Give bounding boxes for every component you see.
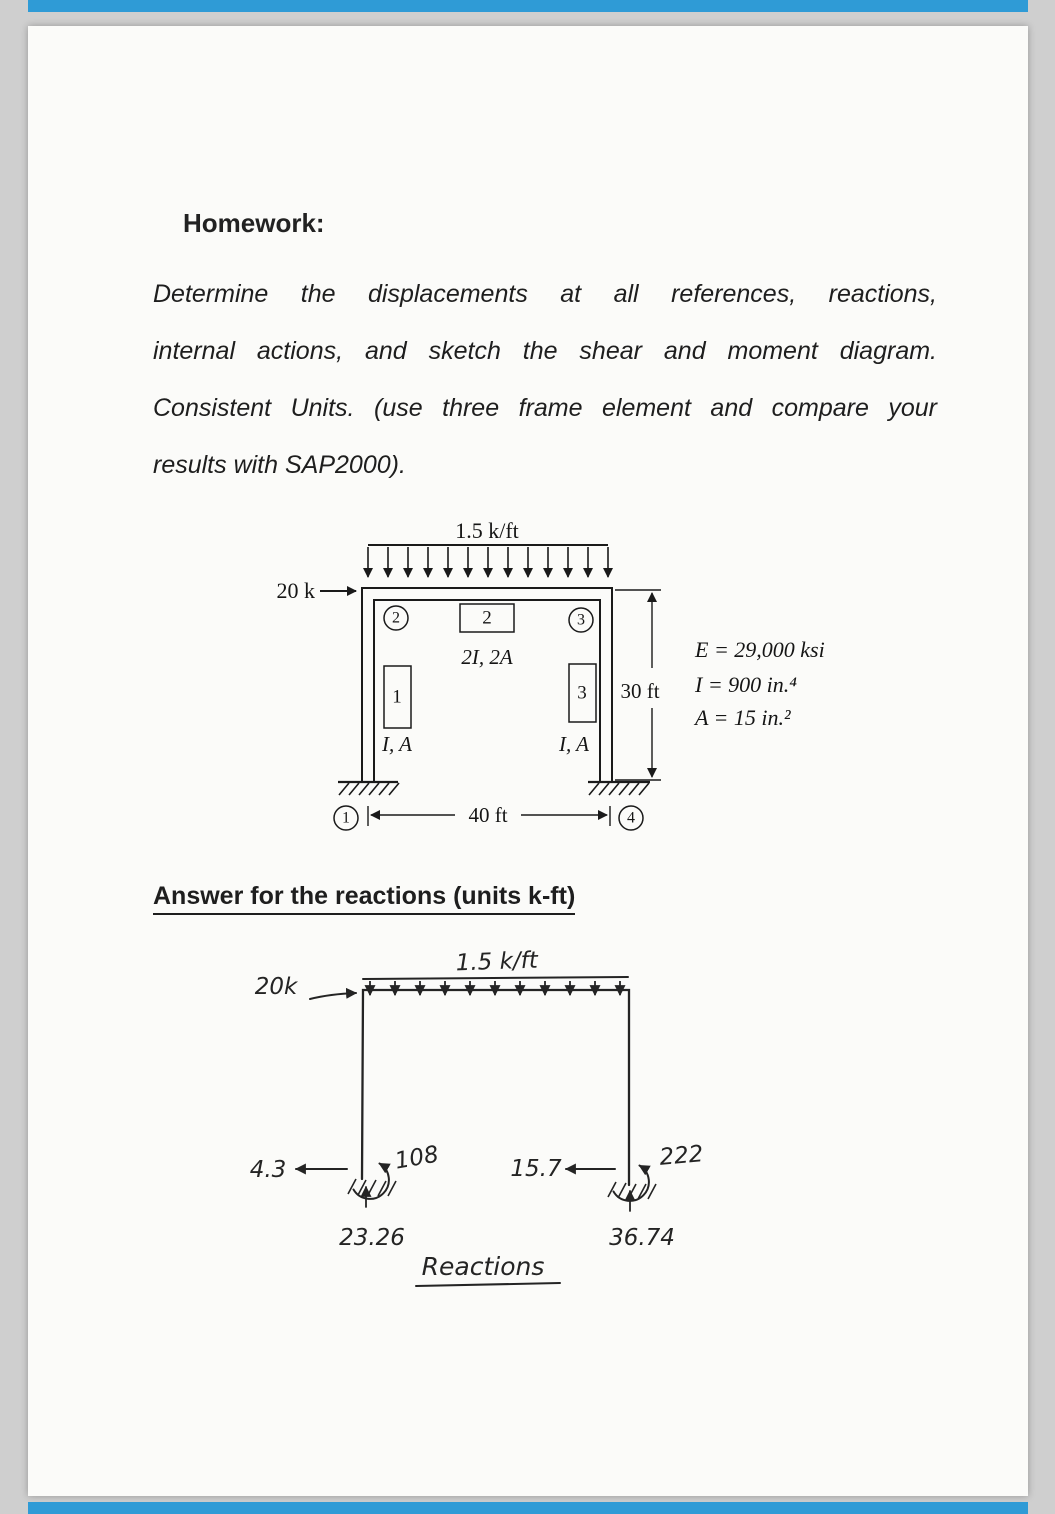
homework-heading: Homework:	[183, 208, 325, 238]
sketch-caption: Reactions	[415, 1252, 561, 1287]
span-dim-label: 40 ft	[468, 803, 507, 827]
element-3-label: 3	[577, 683, 587, 704]
viewer-top-bar	[28, 0, 1028, 12]
right-vertical-reaction-label: 36.74	[609, 1225, 675, 1251]
distributed-load-label: 1.5 k/ft	[455, 518, 519, 543]
frame-members	[361, 587, 613, 782]
left-moment-arc	[352, 1162, 391, 1200]
sketch-left-reactions: 4.3 108 23.26	[250, 1141, 441, 1251]
element-2-label: 2	[482, 608, 492, 629]
sketch-right-reactions: 15.7 222 36.74	[510, 1141, 704, 1251]
sketch-distributed-load: 1.5 k/ft	[362, 948, 629, 997]
right-horizontal-reaction-label: 15.7	[510, 1156, 562, 1182]
reactions-sketch: 1.5 k/ft 20k	[250, 948, 704, 1287]
beam-section-label: 2I, 2A	[461, 645, 512, 669]
element-2-box: 2	[459, 603, 515, 633]
problem-line: internal actions, and sketch the shear a…	[153, 337, 937, 365]
property-I: I = 900 in.⁴	[694, 672, 797, 697]
node-4-marker: 4	[618, 805, 644, 831]
left-fixed-support	[338, 780, 400, 796]
node-2-marker: 2	[383, 605, 409, 631]
sketch-point-load: 20k	[255, 974, 358, 1000]
sketch-point-load-label: 20k	[255, 974, 299, 1000]
answer-heading: Answer for the reactions (units k-ft)	[153, 882, 576, 915]
node-1-label: 1	[342, 810, 350, 827]
sketch-caption-label: Reactions	[422, 1252, 545, 1281]
node-3-label: 3	[577, 612, 585, 629]
viewer-bottom-bar	[28, 1502, 1028, 1514]
distributed-load: 1.5 k/ft	[363, 518, 613, 578]
problem-line: Consistent Units. (use three frame eleme…	[153, 394, 937, 422]
height-dimension	[615, 589, 661, 781]
left-column-section-label: I, A	[381, 732, 412, 756]
span-dimension	[367, 806, 611, 826]
material-properties: E = 29,000 ksi I = 900 in.⁴ A = 15 in.²	[693, 637, 825, 730]
point-load: 20 k	[277, 578, 357, 603]
problem-line: results with SAP2000).	[153, 451, 406, 479]
node-2-label: 2	[392, 610, 400, 627]
right-column-section-label: I, A	[558, 732, 589, 756]
element-1-label: 1	[392, 687, 402, 708]
element-3-box: 3	[568, 663, 597, 723]
sketch-load-label: 1.5 k/ft	[455, 948, 539, 977]
node-1-marker: 1	[333, 805, 359, 831]
node-4-label: 4	[627, 810, 635, 827]
problem-line: Determine the displacements at all refer…	[153, 280, 937, 308]
node-3-marker: 3	[568, 607, 594, 633]
problem-statement: Determine the displacements at all refer…	[153, 266, 937, 494]
left-moment-reaction-label: 108	[393, 1141, 441, 1174]
left-horizontal-reaction-label: 4.3	[250, 1157, 287, 1183]
property-A: A = 15 in.²	[693, 705, 791, 730]
left-vertical-reaction-label: 23.26	[339, 1225, 405, 1251]
document-page: Homework: Determine the displacements at…	[28, 26, 1028, 1496]
right-moment-reaction-label: 222	[658, 1141, 704, 1171]
point-load-label: 20 k	[277, 578, 316, 603]
sketch-frame	[360, 988, 631, 1187]
frame-diagram: 1.5 k/ft 20 k	[277, 518, 825, 831]
element-1-box: 1	[383, 665, 412, 729]
right-fixed-support	[588, 780, 650, 796]
height-dim-label: 30 ft	[620, 679, 659, 703]
property-E: E = 29,000 ksi	[694, 637, 825, 662]
right-moment-arc	[612, 1164, 651, 1202]
